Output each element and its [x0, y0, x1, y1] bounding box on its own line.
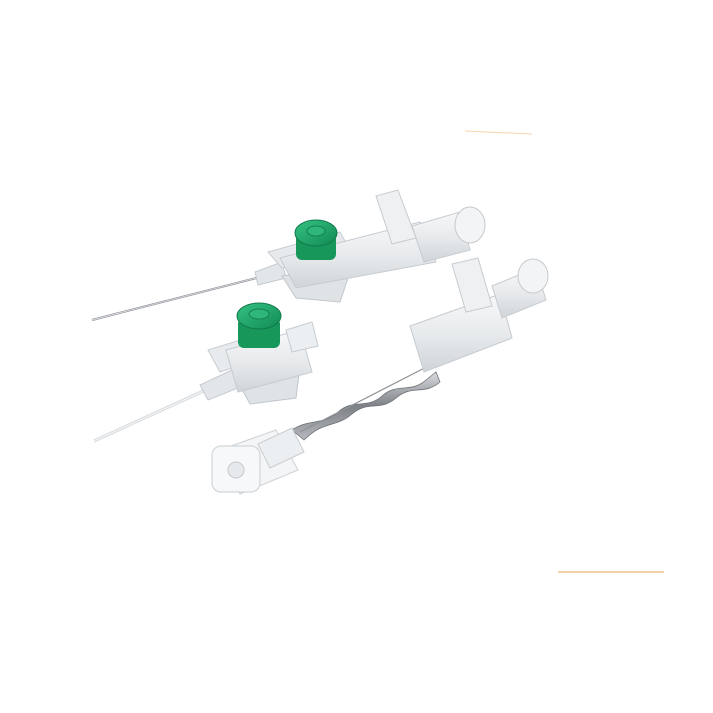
stylet-connector-cap [517, 258, 549, 294]
cannula-top-connector-cap [454, 206, 486, 244]
cannula-middle-tip [199, 369, 239, 401]
stylet-clip [451, 257, 493, 313]
cannula-middle-tab [285, 321, 319, 353]
stylet-assembly [211, 257, 549, 495]
accent-line-top [464, 130, 533, 135]
stylet-front-neck [257, 427, 305, 469]
stylet-wire [291, 371, 441, 441]
cannula-middle [93, 302, 319, 443]
cannula-top [91, 189, 486, 322]
stylet-needle [299, 359, 441, 433]
stylet-housing [409, 293, 513, 373]
